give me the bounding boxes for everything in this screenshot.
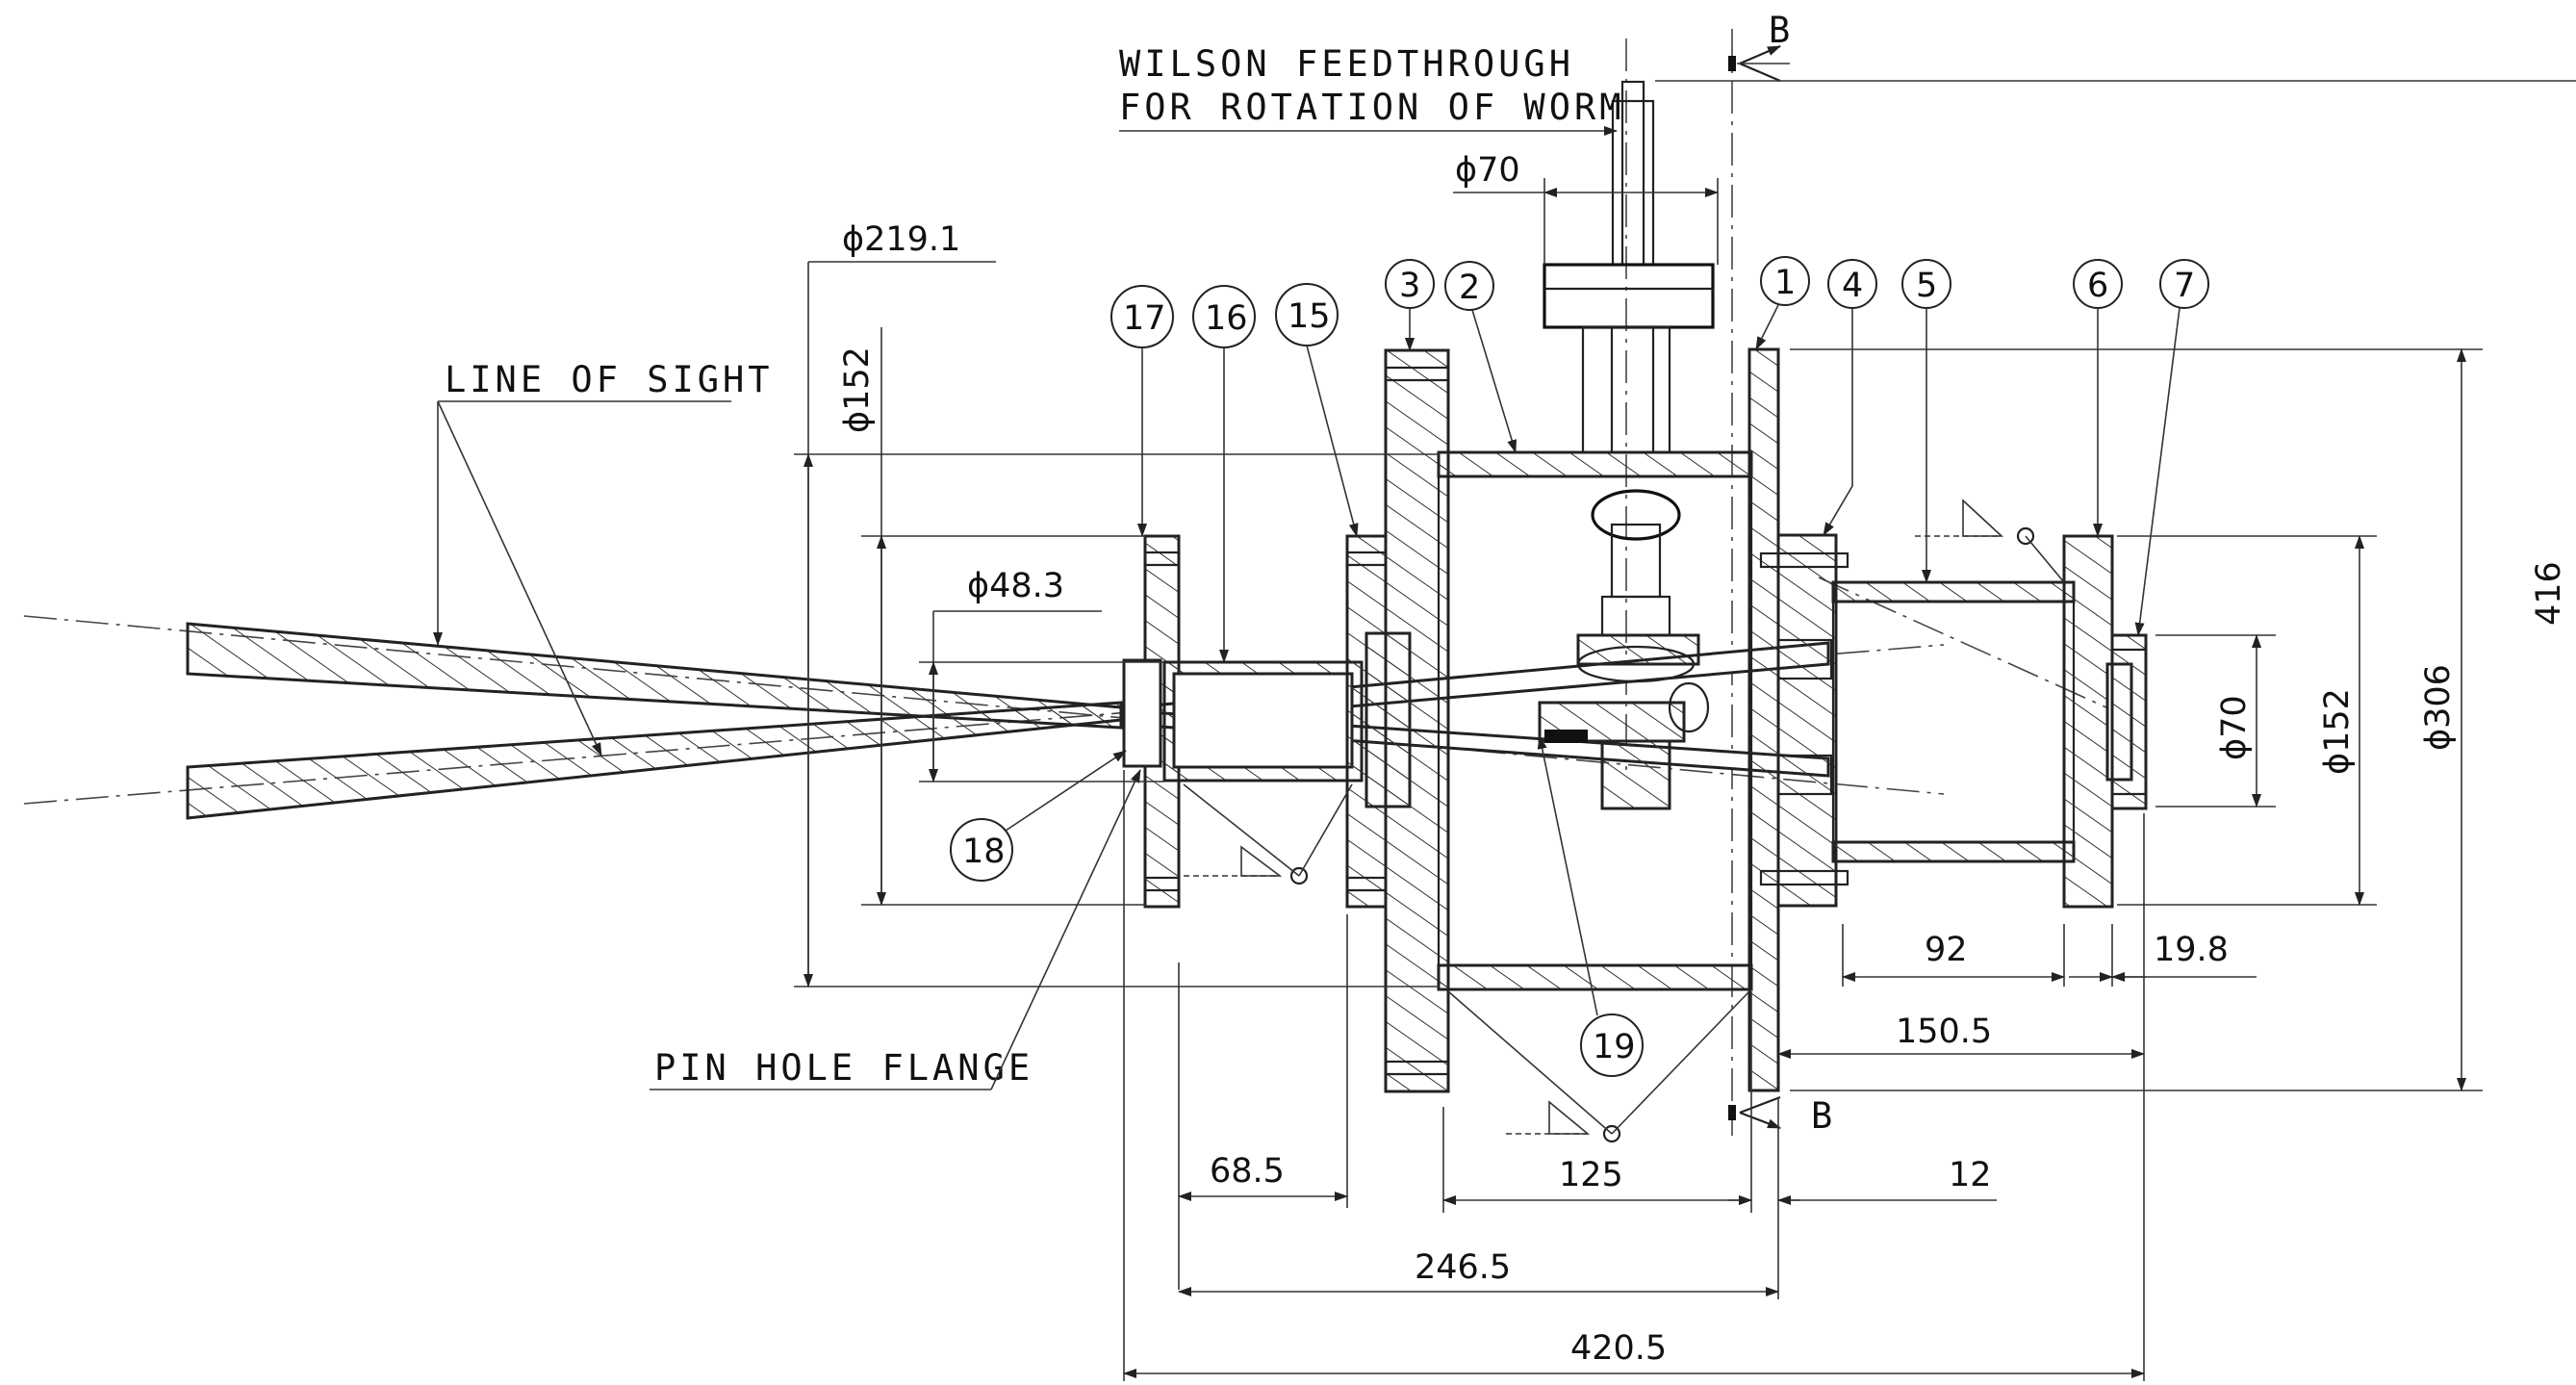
notes: WILSON FEEDTHROUGH FOR ROTATION OF WORM … (433, 43, 1625, 1090)
pin-hole-flange-label: PIN HOLE FLANGE (654, 1047, 1033, 1089)
part-18: 18 (962, 833, 1006, 871)
part-16: 16 (1205, 299, 1248, 338)
worm-gear-mechanism (1538, 489, 1710, 810)
part-balloons: 17 16 15 3 2 1 4 5 6 7 18 19 (950, 256, 2209, 1077)
section-b-bottom-label: B (1811, 1095, 1836, 1137)
dim-l68-5: 68.5 (1210, 1152, 1285, 1191)
dim-h416: 416 (2530, 561, 2568, 626)
dim-l246-5: 246.5 (1415, 1248, 1511, 1287)
section-b-top-label: B (1769, 10, 1794, 51)
part-17: 17 (1123, 299, 1166, 338)
part-6: 6 (2087, 267, 2108, 305)
dim-l150-5: 150.5 (1896, 1013, 1992, 1051)
part-4: 4 (1842, 267, 1863, 305)
part-1: 1 (1774, 264, 1796, 302)
dim-d306: ϕ306 (2419, 664, 2458, 751)
dim-d152-right: ϕ152 (2318, 688, 2357, 775)
dim-l420-5: 420.5 (1570, 1329, 1667, 1368)
dim-l12: 12 (1949, 1156, 1992, 1194)
dim-l125: 125 (1559, 1156, 1623, 1194)
part-7: 7 (2174, 267, 2195, 305)
section-b-markers: B B (1728, 10, 1836, 1137)
feedthrough-label-2: FOR ROTATION OF WORM (1119, 87, 1625, 128)
wilson-feedthrough (1543, 80, 1715, 454)
line-of-sight-label: LINE OF SIGHT (445, 359, 774, 400)
part-5: 5 (1916, 267, 1937, 305)
feedthrough-label-1: WILSON FEEDTHROUGH (1119, 43, 1574, 85)
dim-l19-8: 19.8 (2154, 931, 2229, 969)
dim-d48: ϕ48.3 (967, 567, 1064, 605)
weld-symbols (1183, 499, 2065, 1143)
dim-d70-right: ϕ70 (2215, 695, 2254, 760)
part-19: 19 (1593, 1028, 1636, 1066)
part-15: 15 (1288, 297, 1331, 336)
dimensions: ϕ70 ϕ219.1 ϕ152 ϕ48.3 ϕ70 ϕ152 (794, 80, 2576, 1381)
dim-d219: ϕ219.1 (842, 220, 960, 259)
part-2: 2 (1459, 269, 1480, 307)
dim-d152-left: ϕ152 (838, 346, 877, 433)
dim-d70-top: ϕ70 (1455, 151, 1520, 190)
dim-l92: 92 (1925, 931, 1968, 969)
right-assembly (1747, 347, 2148, 1092)
part-3: 3 (1399, 267, 1420, 305)
